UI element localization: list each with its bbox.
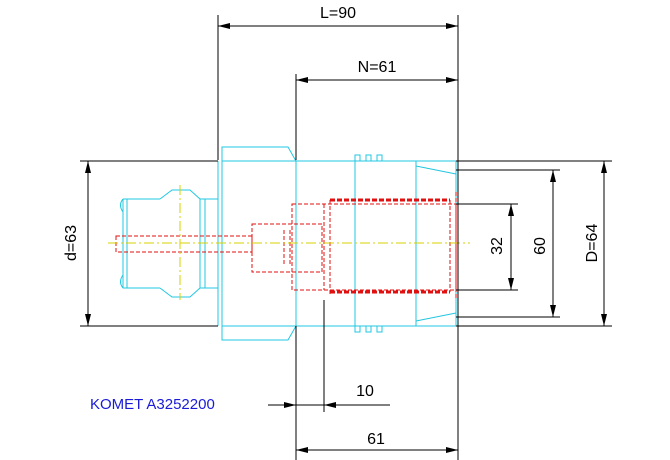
dimension-10: 10 [356, 383, 374, 400]
dimension-61: 61 [367, 431, 385, 448]
dimension-lines [80, 15, 612, 460]
dimension-32: 32 [489, 237, 506, 255]
part-number-label: KOMET A3252200 [90, 396, 215, 413]
dimension-n: N=61 [358, 59, 397, 76]
dimension-l: L=90 [320, 5, 356, 22]
dimension-60: 60 [532, 237, 549, 255]
dimension-d: d=63 [63, 225, 80, 261]
dimension-big-d: D=64 [584, 224, 601, 263]
hidden-bore-lines [115, 192, 457, 300]
centerlines [108, 185, 470, 300]
